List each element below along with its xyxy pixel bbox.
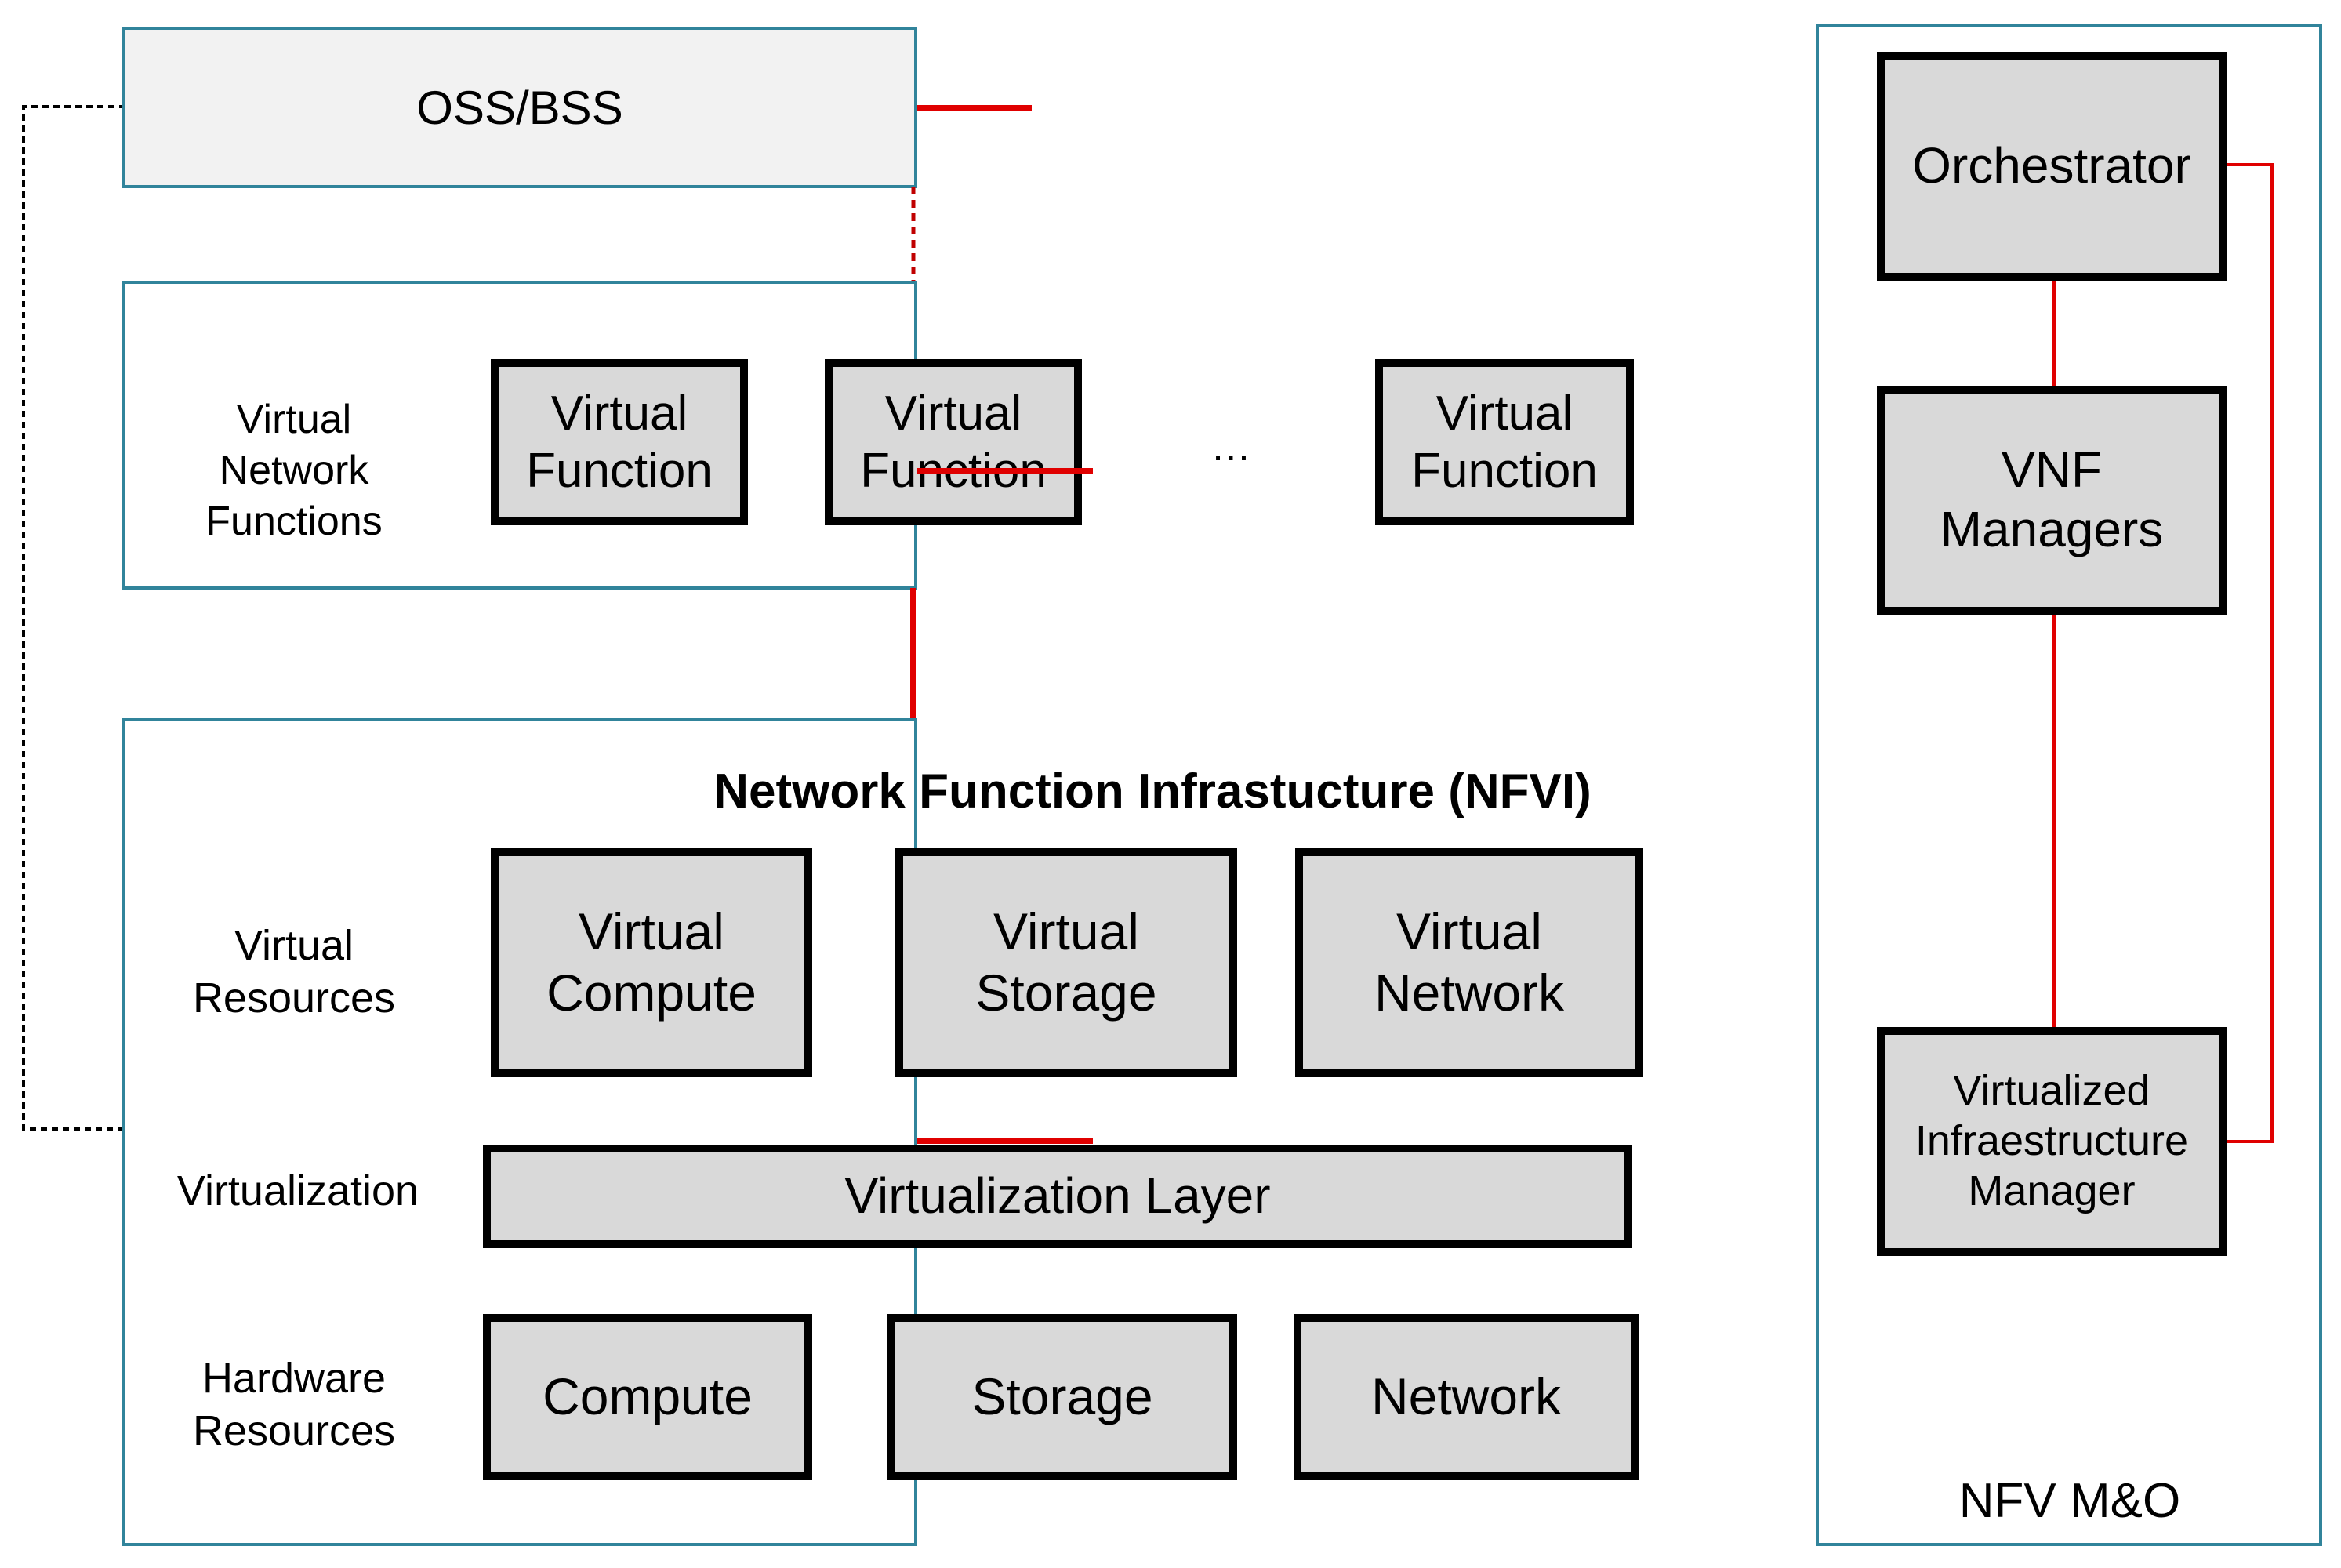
virtualization-layer-box: Virtualization Layer (483, 1145, 1632, 1248)
virtual-compute-box: Virtual Compute (491, 848, 812, 1077)
virtual-network-box: Virtual Network (1295, 848, 1643, 1077)
nfvi-title: Network Function Infrastucture (NFVI) (713, 764, 1592, 819)
nfvi-vim-connector (917, 1138, 1093, 1144)
oss-orchestrator-connector (917, 105, 1032, 111)
oss-nfvi-dotted-connector (22, 105, 125, 1131)
nfv-mano-frame (1816, 24, 2322, 1546)
orchestrator-vnfm-connector (2052, 274, 2056, 392)
virtual-function-box-1: Virtual Function (491, 359, 748, 525)
virtualization-label: Virtualization (176, 1167, 419, 1215)
hardware-resources-label: Hardware Resources (192, 1354, 396, 1455)
vnf-layer-label: Virtual Network Functions (205, 396, 383, 544)
orchestrator-side-connector-bottom (2223, 1140, 2274, 1143)
network-box: Network (1294, 1314, 1639, 1480)
oss-bss-block: OSS/BSS (122, 27, 917, 188)
vnf-nfvi-connector (910, 588, 916, 721)
vnfm-vim-connector (2052, 612, 2056, 1035)
compute-box: Compute (483, 1314, 812, 1480)
vnf-managers-box: VNF Managers (1877, 386, 2227, 615)
virtual-function-box-2: Virtual Function (825, 359, 1082, 525)
storage-box: Storage (887, 1314, 1237, 1480)
oss-bss-label: OSS/BSS (416, 81, 623, 134)
orchestrator-box: Orchestrator (1877, 52, 2227, 281)
oss-vnf-dotted-connector (911, 187, 916, 281)
vnf-ellipsis: … (1210, 423, 1251, 470)
virtual-storage-box: Virtual Storage (895, 848, 1237, 1077)
virtual-function-box-3: Virtual Function (1375, 359, 1634, 525)
vim-box: Virtualized Infraestructure Manager (1877, 1027, 2227, 1256)
virtual-resources-label: Virtual Resources (192, 921, 396, 1022)
orchestrator-vim-side-connector (2270, 163, 2274, 1143)
orchestrator-side-connector-top (2223, 163, 2274, 166)
nfv-mano-label: NFV M&O (1958, 1474, 2181, 1529)
vnf-layer-vnfm-connector (917, 468, 1093, 474)
